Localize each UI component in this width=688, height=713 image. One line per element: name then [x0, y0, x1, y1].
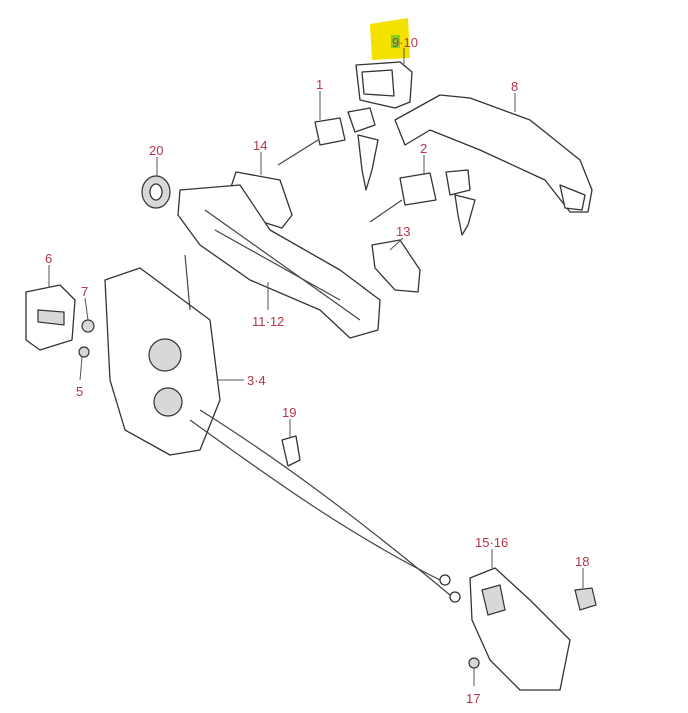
- label-2: 2: [420, 141, 427, 156]
- part-screw-5[interactable]: [78, 346, 90, 358]
- part-handle-frame[interactable]: [177, 184, 381, 339]
- label-18: 18: [575, 554, 589, 569]
- part-inner-handle[interactable]: [469, 567, 571, 691]
- label-13: 13: [396, 224, 410, 239]
- part-handle-cap[interactable]: [355, 61, 413, 109]
- label-9-10: 9·10: [392, 35, 418, 50]
- part-cap[interactable]: [574, 587, 597, 611]
- part-bolt-7[interactable]: [81, 319, 95, 333]
- label-11-12: 11·12: [252, 314, 284, 329]
- part-outer-handle[interactable]: [394, 94, 593, 213]
- label-14: 14: [253, 138, 267, 153]
- label-15-16: 15·16: [475, 535, 508, 550]
- part-grommet[interactable]: [141, 175, 171, 209]
- part-key-cylinder-2[interactable]: [369, 169, 476, 236]
- part-clip[interactable]: [281, 435, 301, 467]
- label-19: 19: [282, 405, 296, 420]
- part-striker[interactable]: [25, 284, 76, 351]
- label-8: 8: [511, 79, 518, 94]
- highlight-digit-mark: [391, 35, 400, 48]
- label-5: 5: [76, 384, 83, 399]
- label-17: 17: [466, 691, 480, 706]
- highlight-mark: [370, 18, 410, 60]
- part-screw-17[interactable]: [468, 657, 480, 669]
- label-3-4: 3·4: [247, 373, 266, 388]
- label-6: 6: [45, 251, 52, 266]
- part-key-cylinder-1[interactable]: [277, 107, 379, 191]
- part-cables[interactable]: [189, 409, 461, 603]
- part-bracket[interactable]: [371, 239, 421, 293]
- label-7: 7: [81, 284, 88, 299]
- label-20: 20: [149, 143, 163, 158]
- leader-lines: [48, 48, 584, 686]
- part-door-lock-actuator[interactable]: [104, 254, 221, 456]
- label-1: 1: [316, 77, 323, 92]
